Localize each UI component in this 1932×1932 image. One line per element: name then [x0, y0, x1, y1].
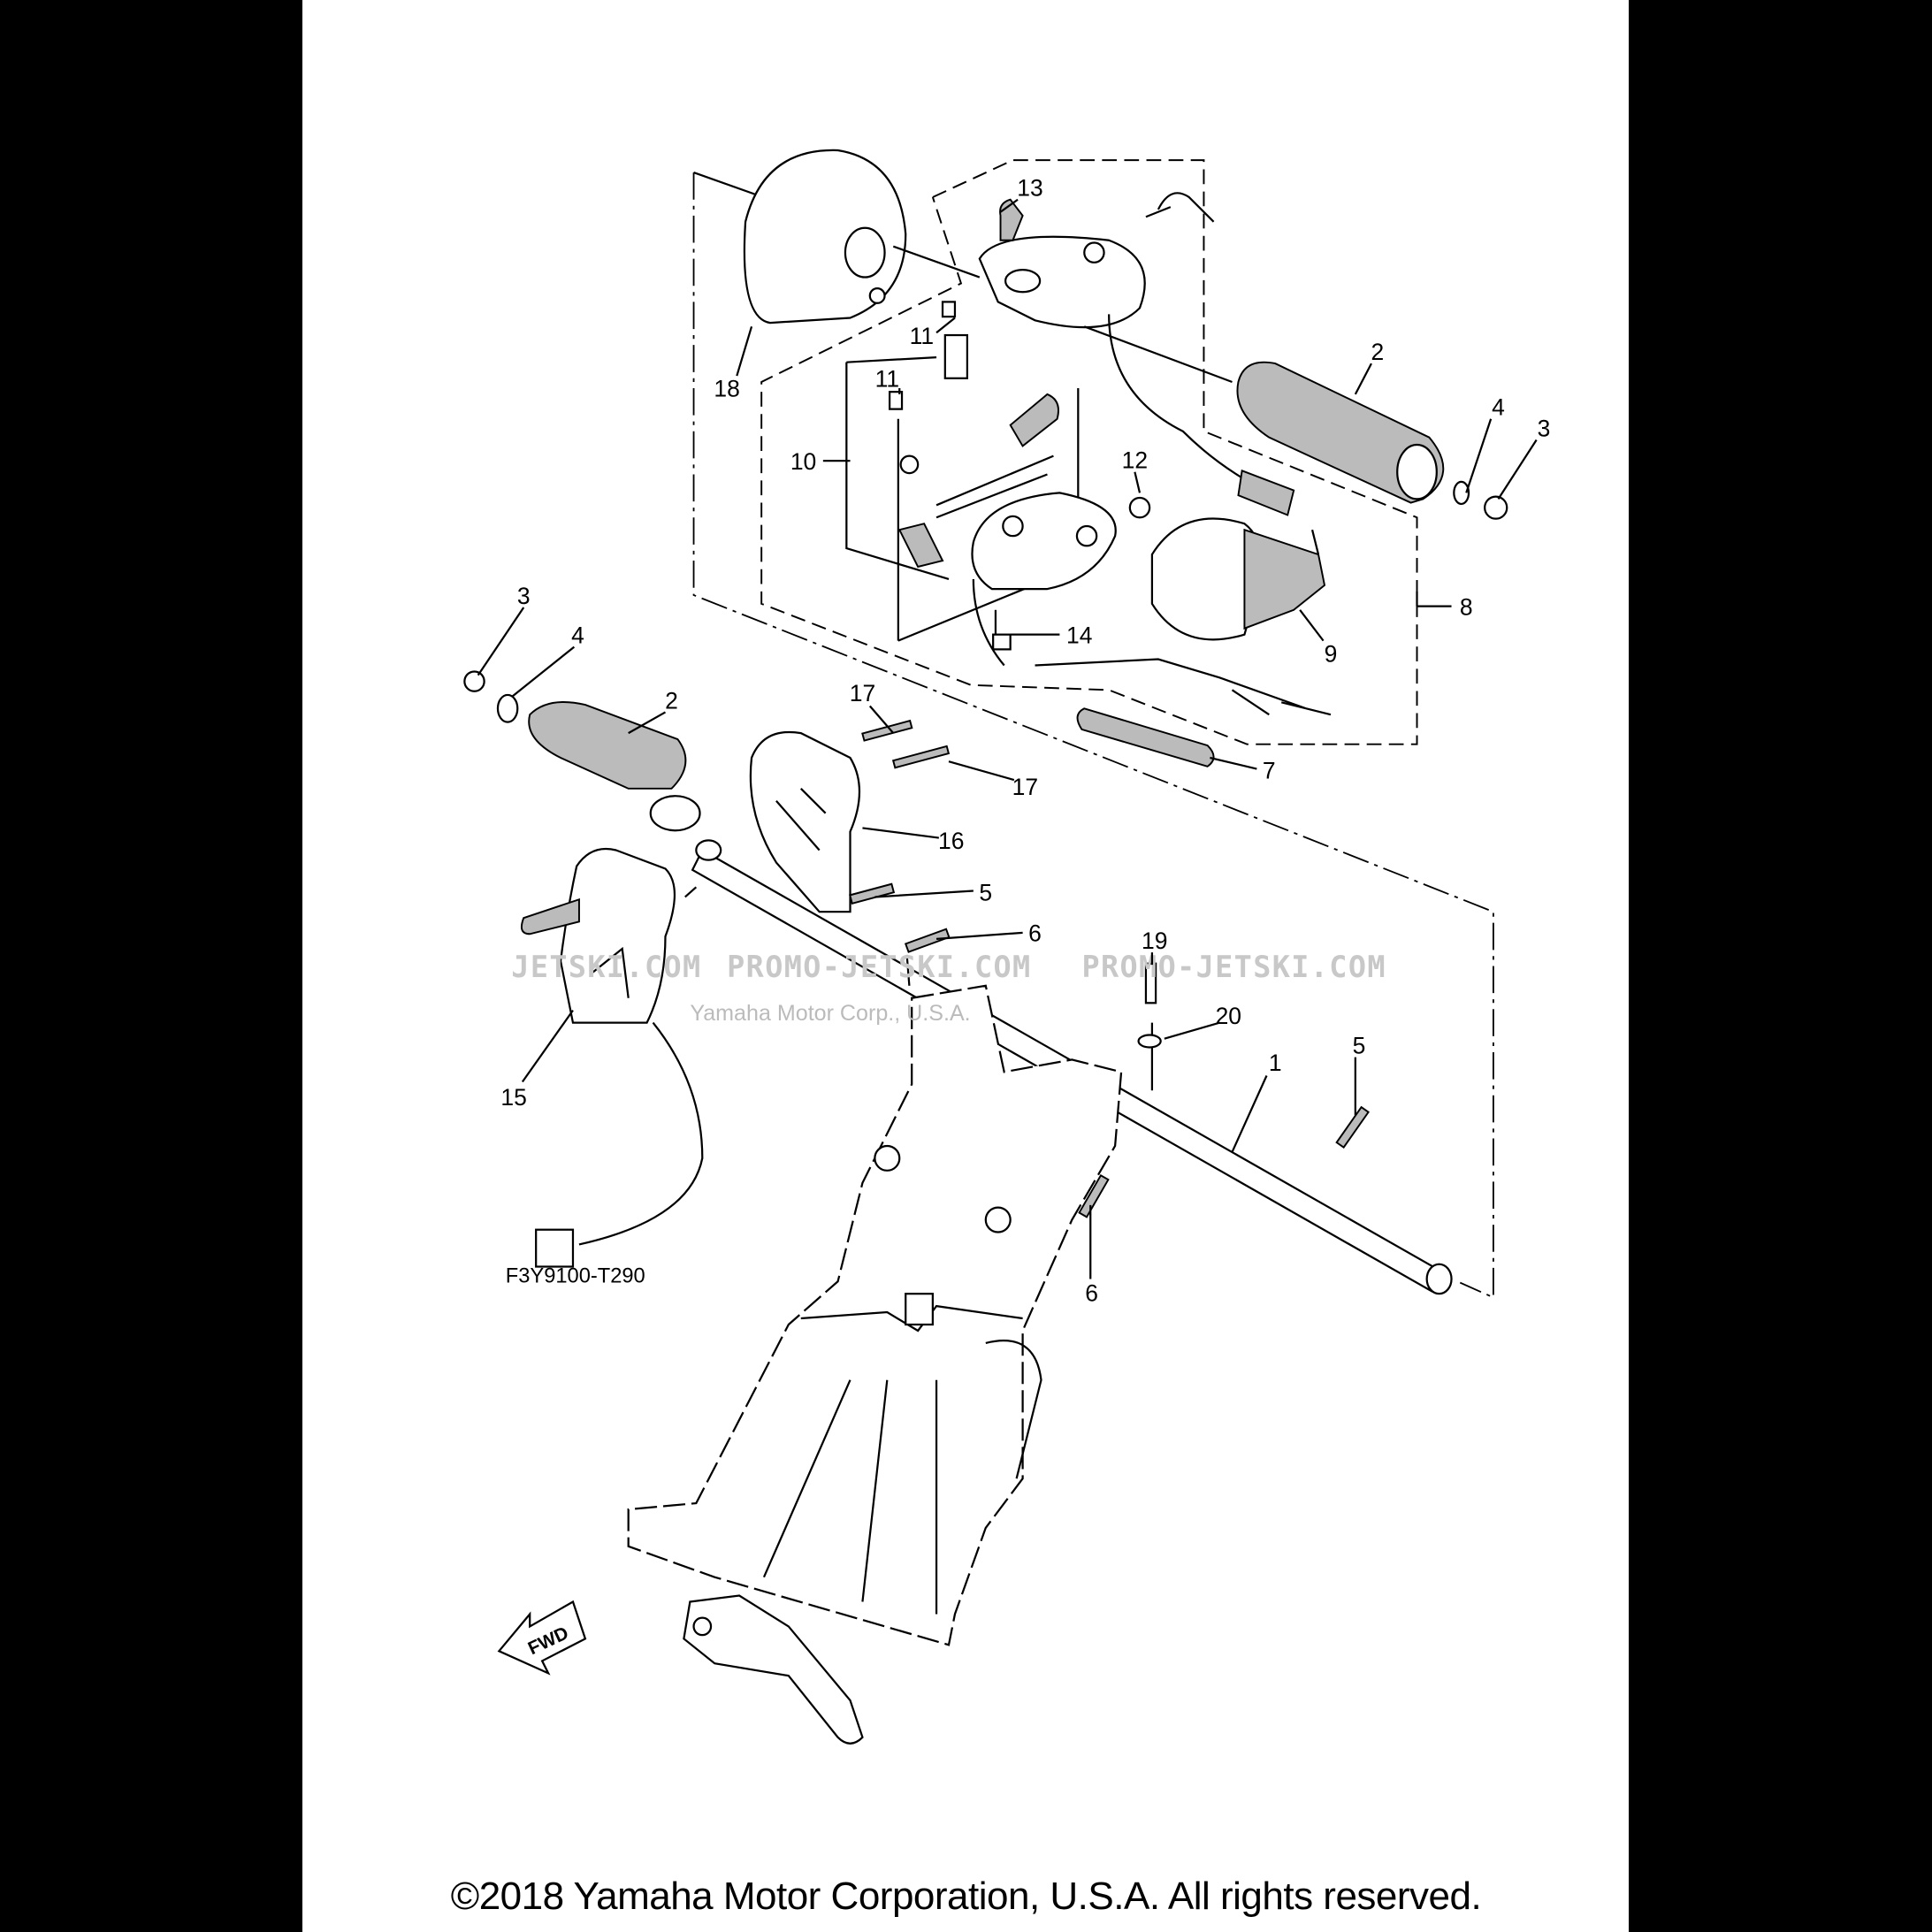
part-16-housing	[749, 719, 951, 913]
part-15-throttle	[520, 847, 704, 1268]
callout: 13	[1017, 175, 1042, 202]
callout: 5	[1353, 1032, 1366, 1058]
watermark-text: PROMO-JETSKI.COM	[727, 950, 1031, 984]
part-2-grip-left	[463, 670, 701, 832]
callout: 6	[1085, 1280, 1098, 1307]
diagram-page	[302, 0, 1629, 1932]
callout: 4	[571, 622, 584, 648]
callout: 8	[1460, 593, 1473, 620]
part-steering-column	[627, 984, 1123, 1745]
callout: 19	[1142, 928, 1167, 954]
callout: 3	[517, 583, 531, 609]
callout: 6	[1028, 920, 1042, 947]
callout: 7	[1263, 758, 1276, 784]
callout: 2	[1371, 339, 1385, 365]
callout: 11	[875, 366, 899, 393]
watermark-text: Yamaha Motor Corp., U.S.A.	[690, 1001, 970, 1026]
callout: 20	[1216, 1003, 1241, 1029]
copyright-notice: ©2018 Yamaha Motor Corporation, U.S.A. A…	[450, 1875, 1482, 1918]
callouts: 13 2 4 3 11 11 18 10 12 8 9 14 3 4 2 17 …	[500, 175, 1550, 1307]
callout: 16	[938, 828, 964, 854]
callout: 10	[790, 448, 816, 475]
part-18-cover	[743, 149, 907, 325]
leader-lines	[477, 198, 1538, 1279]
callout: 4	[1492, 394, 1505, 421]
fwd-arrow: FWD	[497, 1600, 587, 1676]
callout: 9	[1325, 640, 1338, 667]
part-2-grip-right	[1236, 361, 1508, 520]
callout: 18	[714, 376, 739, 402]
callout: 2	[665, 687, 678, 714]
callout: 12	[1122, 447, 1148, 474]
callout: 15	[500, 1084, 526, 1111]
part-switch-parts	[888, 301, 1332, 716]
figure-code: F3Y9100-T290	[506, 1265, 645, 1288]
callout: 17	[850, 680, 875, 706]
callout: 14	[1066, 622, 1092, 648]
callout: 5	[979, 880, 992, 906]
callout: 3	[1538, 415, 1551, 441]
callout: 17	[1012, 774, 1038, 800]
watermark-text: JETSKI.COM	[511, 950, 701, 984]
watermark: JETSKI.COM PROMO-JETSKI.COM Yamaha Motor…	[511, 950, 1386, 1026]
callout: 11	[910, 323, 934, 349]
callout: 1	[1269, 1050, 1282, 1076]
watermark-text: PROMO-JETSKI.COM	[1081, 950, 1386, 984]
part-7-cover	[1076, 707, 1215, 767]
part-upper-housing	[892, 192, 1270, 494]
